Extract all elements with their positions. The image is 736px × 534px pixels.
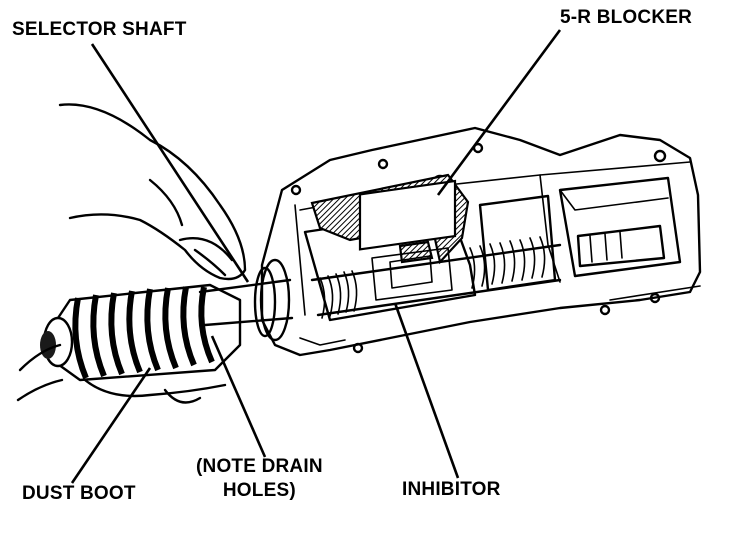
leader-drain <box>210 335 267 458</box>
drain-holes-label: (NOTE DRAIN HOLES) <box>196 455 323 503</box>
leader-blocker <box>436 29 562 196</box>
internal-rail <box>310 179 666 319</box>
inhibitor-label: INHIBITOR <box>402 479 501 500</box>
drain-holes-label-line2: HOLES) <box>222 480 296 501</box>
selector-shaft-label: SELECTOR SHAFT <box>12 19 187 40</box>
blocker-label: 5-R BLOCKER <box>560 7 693 28</box>
drain-holes-label-line1: (NOTE DRAIN <box>196 456 323 477</box>
leader-inhibitor <box>393 302 460 479</box>
leader-dust-boot <box>70 367 152 484</box>
shifter-housing <box>260 126 702 357</box>
leader-lines <box>70 29 562 484</box>
selector-shaft-rod <box>198 258 294 342</box>
dust-boot-label: DUST BOOT <box>22 483 136 504</box>
dust-boot-bellows <box>40 283 242 382</box>
leader-selector-shaft <box>90 43 250 283</box>
